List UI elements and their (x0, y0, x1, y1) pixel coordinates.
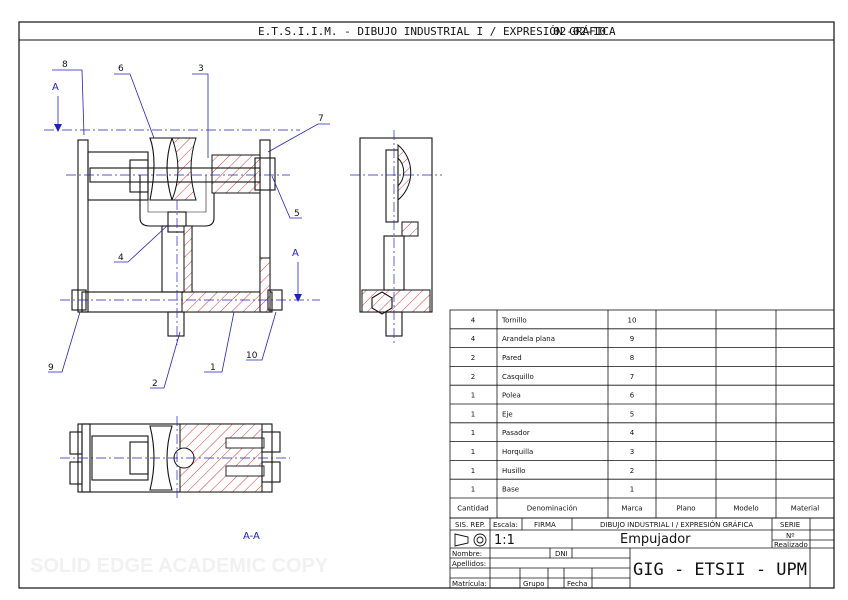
parts-cell-cantidad: 4 (471, 316, 476, 324)
balloon-4: 4 (118, 253, 124, 263)
pulley-left-flange (149, 137, 173, 201)
plan-bolt-top (261, 431, 281, 453)
parts-cell-marca: 4 (630, 429, 635, 437)
parts-cell-denominacion: Base (502, 486, 519, 494)
parts-cell-denominacion: Horquilla (502, 448, 533, 456)
realizado-label: Realizado (774, 541, 808, 549)
parts-header-cell: Denominación (527, 504, 577, 512)
parts-cell-cantidad: 1 (471, 429, 475, 437)
parts-header-cell: Material (791, 504, 819, 512)
cut-plane-label-bottom: A (292, 248, 299, 259)
left-wall (77, 139, 89, 313)
parts-cell-marca: 7 (630, 373, 634, 381)
left-nut (129, 159, 149, 193)
parts-cell-marca: 3 (630, 448, 634, 456)
header-title: E.T.S.I.I.M. - DIBUJO INDUSTRIAL I / EXP… (258, 25, 616, 38)
spindle-section (183, 225, 193, 293)
side-bolt-head (371, 291, 393, 315)
balloon-8: 8 (62, 60, 68, 70)
parts-cell-denominacion: Pared (502, 354, 522, 362)
parts-cell-marca: 2 (630, 467, 634, 475)
parts-cell-marca: 9 (630, 335, 634, 343)
parts-header-cell: Modelo (733, 504, 758, 512)
balloon-7: 7 (318, 114, 324, 124)
bushing-section (211, 154, 261, 194)
parts-cell-marca: 1 (630, 486, 634, 494)
matricula-label: Matrícula: (452, 580, 487, 588)
course-label: DIBUJO INDUSTRIAL I / EXPRESIÓN GRÁFICA (600, 520, 753, 529)
cut-plane-label-top: A (52, 82, 59, 93)
right-wall-section (259, 257, 271, 313)
left-hub (87, 151, 149, 201)
base-section (181, 291, 263, 313)
parts-cell-cantidad: 1 (471, 467, 475, 475)
balloon-5: 5 (294, 209, 300, 219)
parts-cell-denominacion: Tornillo (501, 316, 527, 324)
section-label: A-A (243, 531, 260, 542)
parts-cell-denominacion: Husillo (502, 467, 525, 475)
parts-cell-cantidad: 1 (471, 486, 475, 494)
plan-bolt-bottom (261, 461, 281, 483)
parts-cell-cantidad: 2 (471, 373, 475, 381)
section-view: A-A (60, 416, 290, 542)
parts-header-cell: Cantidad (457, 504, 488, 512)
balloon-9: 9 (48, 363, 54, 373)
balloon-6: 6 (118, 64, 124, 74)
balloon-2: 2 (152, 379, 158, 389)
parts-cell-marca: 8 (630, 354, 634, 362)
apellidos-label: Apellidos: (452, 560, 486, 568)
parts-cell-cantidad: 1 (471, 392, 475, 400)
parts-cell-cantidad: 4 (471, 335, 476, 343)
parts-cell-marca: 6 (630, 392, 635, 400)
parts-header-cell: Marca (621, 504, 642, 512)
grupo-label: Grupo (523, 580, 544, 588)
firma-label: FIRMA (534, 521, 556, 529)
parts-cell-cantidad: 1 (471, 448, 475, 456)
balloon-3: 3 (198, 64, 204, 74)
parts-cell-marca: 5 (630, 410, 634, 418)
escala-label: Escala: (493, 521, 518, 529)
drawing-name: Empujador (620, 532, 691, 547)
parts-cell-denominacion: Polea (502, 392, 521, 400)
sis-rep-label: SIS. REP. (455, 521, 485, 529)
spindle-tip (167, 311, 185, 337)
front-view: A A (44, 82, 320, 345)
balloon-leaders (48, 69, 330, 389)
balloon-1: 1 (210, 363, 216, 373)
dni-label: DNI (555, 550, 568, 558)
title-block (449, 517, 835, 589)
parts-cell-cantidad: 1 (471, 410, 475, 418)
nombre-label: Nombre: (452, 550, 482, 558)
watermark: SOLID EDGE ACADEMIC COPY (30, 555, 329, 577)
header-date: 02-02-10 (553, 25, 606, 38)
school-label: GIG - ETSII - UPM (633, 560, 807, 580)
parts-cell-marca: 10 (628, 316, 637, 324)
parts-cell-denominacion: Pasador (502, 429, 530, 437)
side-pin-section (401, 221, 419, 237)
parts-header-cell: Plano (676, 504, 695, 512)
fecha-label: Fecha (567, 580, 588, 588)
parts-cell-denominacion: Casquillo (502, 373, 534, 381)
pulley-body (171, 137, 197, 201)
escala-value: 1:1 (494, 533, 515, 548)
serie-label: SERIE (780, 521, 800, 529)
numero-label: Nº (786, 532, 795, 540)
parts-cell-denominacion: Eje (502, 410, 513, 418)
parts-list (449, 309, 835, 519)
projection-symbol-icon (454, 533, 487, 547)
side-fork (385, 149, 399, 223)
parts-cell-cantidad: 2 (471, 354, 475, 362)
side-pulley-section (397, 143, 412, 202)
balloon-10: 10 (246, 351, 258, 361)
sheet-border (18, 21, 835, 589)
parts-cell-denominacion: Arandela plana (502, 335, 555, 343)
side-view (350, 130, 442, 345)
side-outline (359, 137, 433, 313)
right-nut (254, 157, 276, 191)
side-spindle (383, 235, 405, 291)
